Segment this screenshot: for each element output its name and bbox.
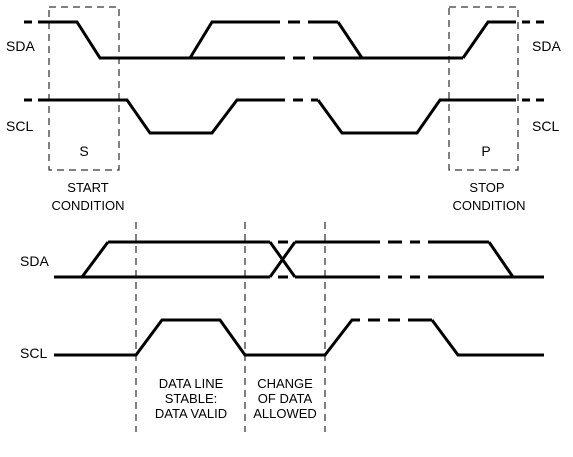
data-valid-caption-line-2: STABLE: xyxy=(165,391,218,406)
sda-cross-up xyxy=(268,241,297,278)
sda-label-right: SDA xyxy=(532,38,561,54)
sda-high-pulse xyxy=(188,20,280,59)
data-valid-caption-line-1: DATA LINE xyxy=(159,376,224,391)
sda-stop-rise xyxy=(461,20,516,59)
change-caption-line-3: ALLOWED xyxy=(253,406,317,421)
scl-waveform-top xyxy=(24,98,544,135)
scl-label-right: SCL xyxy=(532,118,559,134)
sda-rise-left xyxy=(80,241,110,278)
change-caption-line-2: OF DATA xyxy=(258,391,313,406)
scl-first-pulse xyxy=(46,98,285,135)
sda-high-pulse-fall xyxy=(336,21,364,59)
sda-waveform-top xyxy=(24,20,544,60)
stop-symbol: P xyxy=(481,143,490,159)
start-caption-line-2: CONDITION xyxy=(52,198,125,213)
data-validity-diagram: SDA SCL DATA LINE STABLE: DATA VALID CHA… xyxy=(20,222,544,432)
start-condition-box xyxy=(48,6,120,171)
scl-second-clock xyxy=(430,319,544,357)
scl-second-pulse xyxy=(316,98,516,135)
scl-label-left: SCL xyxy=(6,118,33,134)
sda-crossover-dashes xyxy=(278,240,288,279)
stop-caption-line-2: CONDITION xyxy=(453,198,526,213)
sda-label-left: SDA xyxy=(6,38,35,54)
sda-waveform-bottom xyxy=(54,240,544,279)
start-symbol: S xyxy=(79,143,88,159)
sda-fall-right xyxy=(487,241,515,278)
scl-label-bottom: SCL xyxy=(20,345,47,361)
data-valid-caption-line-3: DATA VALID xyxy=(155,406,227,421)
start-caption-line-1: START xyxy=(67,180,108,195)
stop-caption-line-1: STOP xyxy=(469,180,504,195)
sda-start-fall xyxy=(46,20,190,60)
sda-label-bottom: SDA xyxy=(20,253,49,269)
scl-waveform-bottom xyxy=(54,318,544,357)
scl-first-clock xyxy=(54,318,360,357)
change-caption-line-1: CHANGE xyxy=(257,376,313,391)
stop-condition-box xyxy=(448,6,519,171)
start-stop-diagram: SDA SDA SCL SCL S P START CONDITION STOP… xyxy=(6,6,561,213)
